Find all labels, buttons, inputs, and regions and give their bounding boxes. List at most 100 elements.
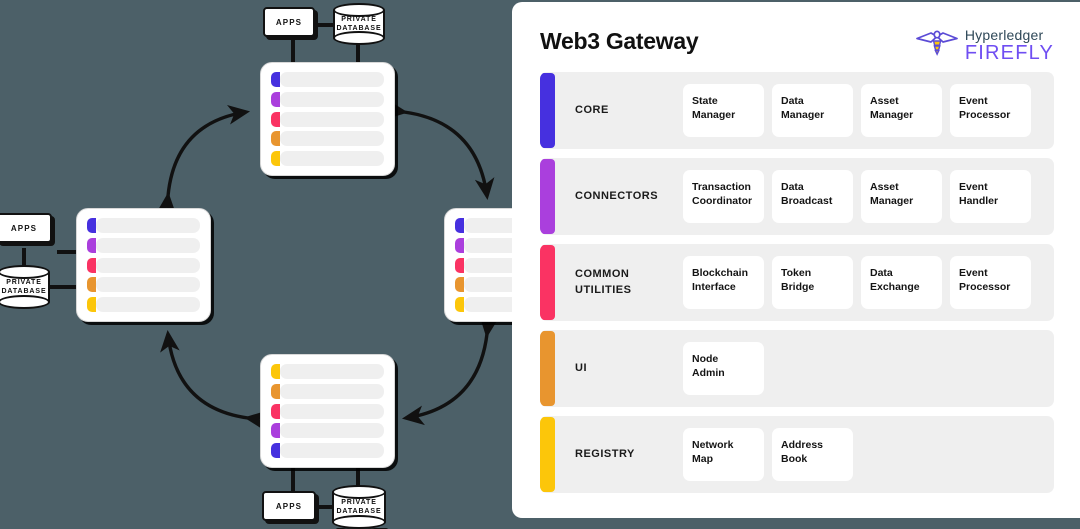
hyperledger-firefly-logo: Hyperledger FIREFLY <box>915 26 1054 63</box>
node-service-accent <box>87 257 96 273</box>
node-service-row <box>87 257 200 273</box>
layer-name: UI <box>575 361 587 374</box>
node-service-accent <box>271 151 280 166</box>
apps-label: APPS <box>275 17 303 27</box>
panel-header: Web3 Gateway Hyperledger FIREFLY <box>540 26 1054 72</box>
link-apps-db-top <box>315 23 341 27</box>
firefly-wordmark: Hyperledger FIREFLY <box>965 28 1054 63</box>
node-service-accent <box>455 257 464 273</box>
node-service-accent <box>271 72 280 87</box>
layer-name: REGISTRY <box>575 447 635 460</box>
node-service-accent <box>271 364 280 379</box>
node-card-left <box>76 208 211 322</box>
node-service-accent <box>455 218 464 233</box>
layer-accent-bar <box>540 245 555 320</box>
node-service-accent <box>87 237 96 253</box>
link-db-node-left <box>44 285 82 289</box>
node-service-row <box>271 91 384 107</box>
node-service-row <box>87 297 200 312</box>
layer-accent-bar <box>540 417 555 492</box>
layer-name: CORE <box>575 103 609 116</box>
apps-label: APPS <box>10 223 38 233</box>
layer-accent-bar <box>540 73 555 148</box>
apps-box-bottom: APPS <box>262 487 317 521</box>
link-apps-node-top <box>291 36 295 64</box>
node-service-accent <box>271 91 280 107</box>
link-apps-db-bottom <box>314 505 342 509</box>
node-service-row <box>271 111 384 127</box>
node-service-accent <box>271 383 280 399</box>
node-service-row <box>87 277 200 293</box>
firefly-text: FIREFLY <box>964 42 1054 64</box>
node-service-row <box>271 423 384 439</box>
node-service-accent <box>271 111 280 127</box>
layer-accent-bar <box>540 331 555 406</box>
node-service-row <box>271 443 384 458</box>
web3-gateway-panel: Web3 Gateway Hyperledger FIREFLY CORE Sta… <box>512 2 1080 518</box>
arrow-right-bottom <box>401 315 499 426</box>
node-service-row <box>87 237 200 253</box>
node-service-row <box>271 403 384 419</box>
node-service-row <box>271 151 384 166</box>
apps-box-top: APPS <box>263 3 316 37</box>
link-apps-db-left <box>22 248 26 270</box>
apps-label: APPS <box>275 501 303 511</box>
link-node-db-bottom <box>356 466 360 488</box>
firefly-icon <box>915 30 958 56</box>
node-service-accent <box>455 237 464 253</box>
layer-accent-bar <box>540 159 555 234</box>
apps-box-left: APPS <box>0 209 53 243</box>
node-connection-arrows <box>156 99 499 431</box>
node-card-top <box>260 62 395 176</box>
node-service-accent <box>87 297 96 312</box>
page-title: Web3 Gateway <box>540 28 699 54</box>
link-node-apps-bottom <box>291 466 295 492</box>
node-service-accent <box>87 218 96 233</box>
